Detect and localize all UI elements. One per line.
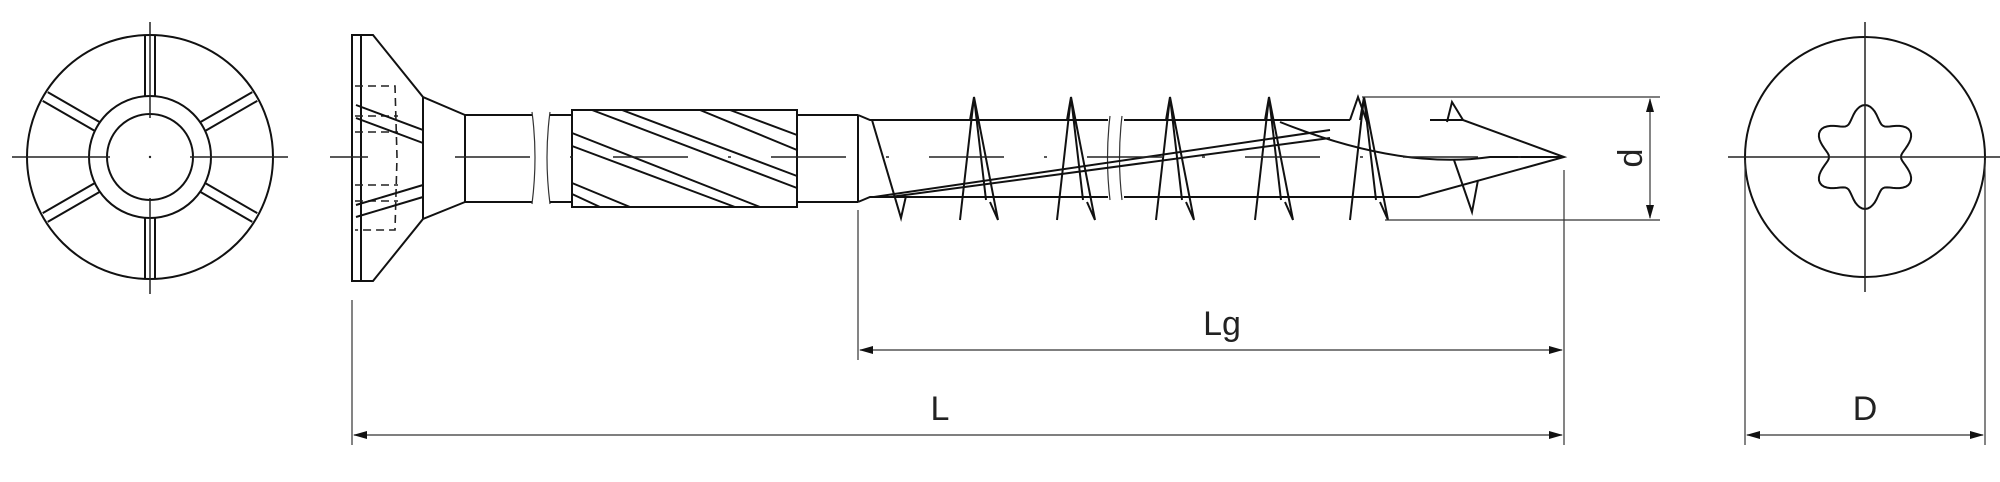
thread-flight bbox=[871, 119, 1479, 222]
dimension-lg: Lg bbox=[857, 170, 1565, 445]
thread-flight bbox=[1254, 96, 1294, 221]
rib-line bbox=[204, 99, 258, 132]
total-length-label: L bbox=[931, 390, 950, 428]
rib-line bbox=[199, 91, 253, 124]
rib-line bbox=[47, 91, 101, 124]
thread-flight bbox=[1056, 96, 1096, 221]
rib-line bbox=[42, 182, 96, 215]
rib-line bbox=[42, 99, 96, 132]
head-underside-view bbox=[12, 22, 288, 294]
rib-line bbox=[47, 190, 101, 223]
rib-line bbox=[199, 190, 253, 223]
thread-flight bbox=[1349, 96, 1389, 221]
dimension-d: d bbox=[1362, 96, 1660, 221]
dimension-l: L bbox=[351, 300, 1563, 445]
head-top-view: D bbox=[1728, 22, 2000, 445]
thread-length-label: Lg bbox=[1203, 305, 1241, 343]
screw-side-view bbox=[330, 34, 1568, 282]
thread-diameter-label: d bbox=[1612, 149, 1650, 168]
thread-flight bbox=[959, 96, 999, 221]
thread-flight bbox=[1155, 96, 1195, 221]
head-diameter-label: D bbox=[1853, 390, 1878, 428]
rib-line bbox=[204, 182, 258, 215]
